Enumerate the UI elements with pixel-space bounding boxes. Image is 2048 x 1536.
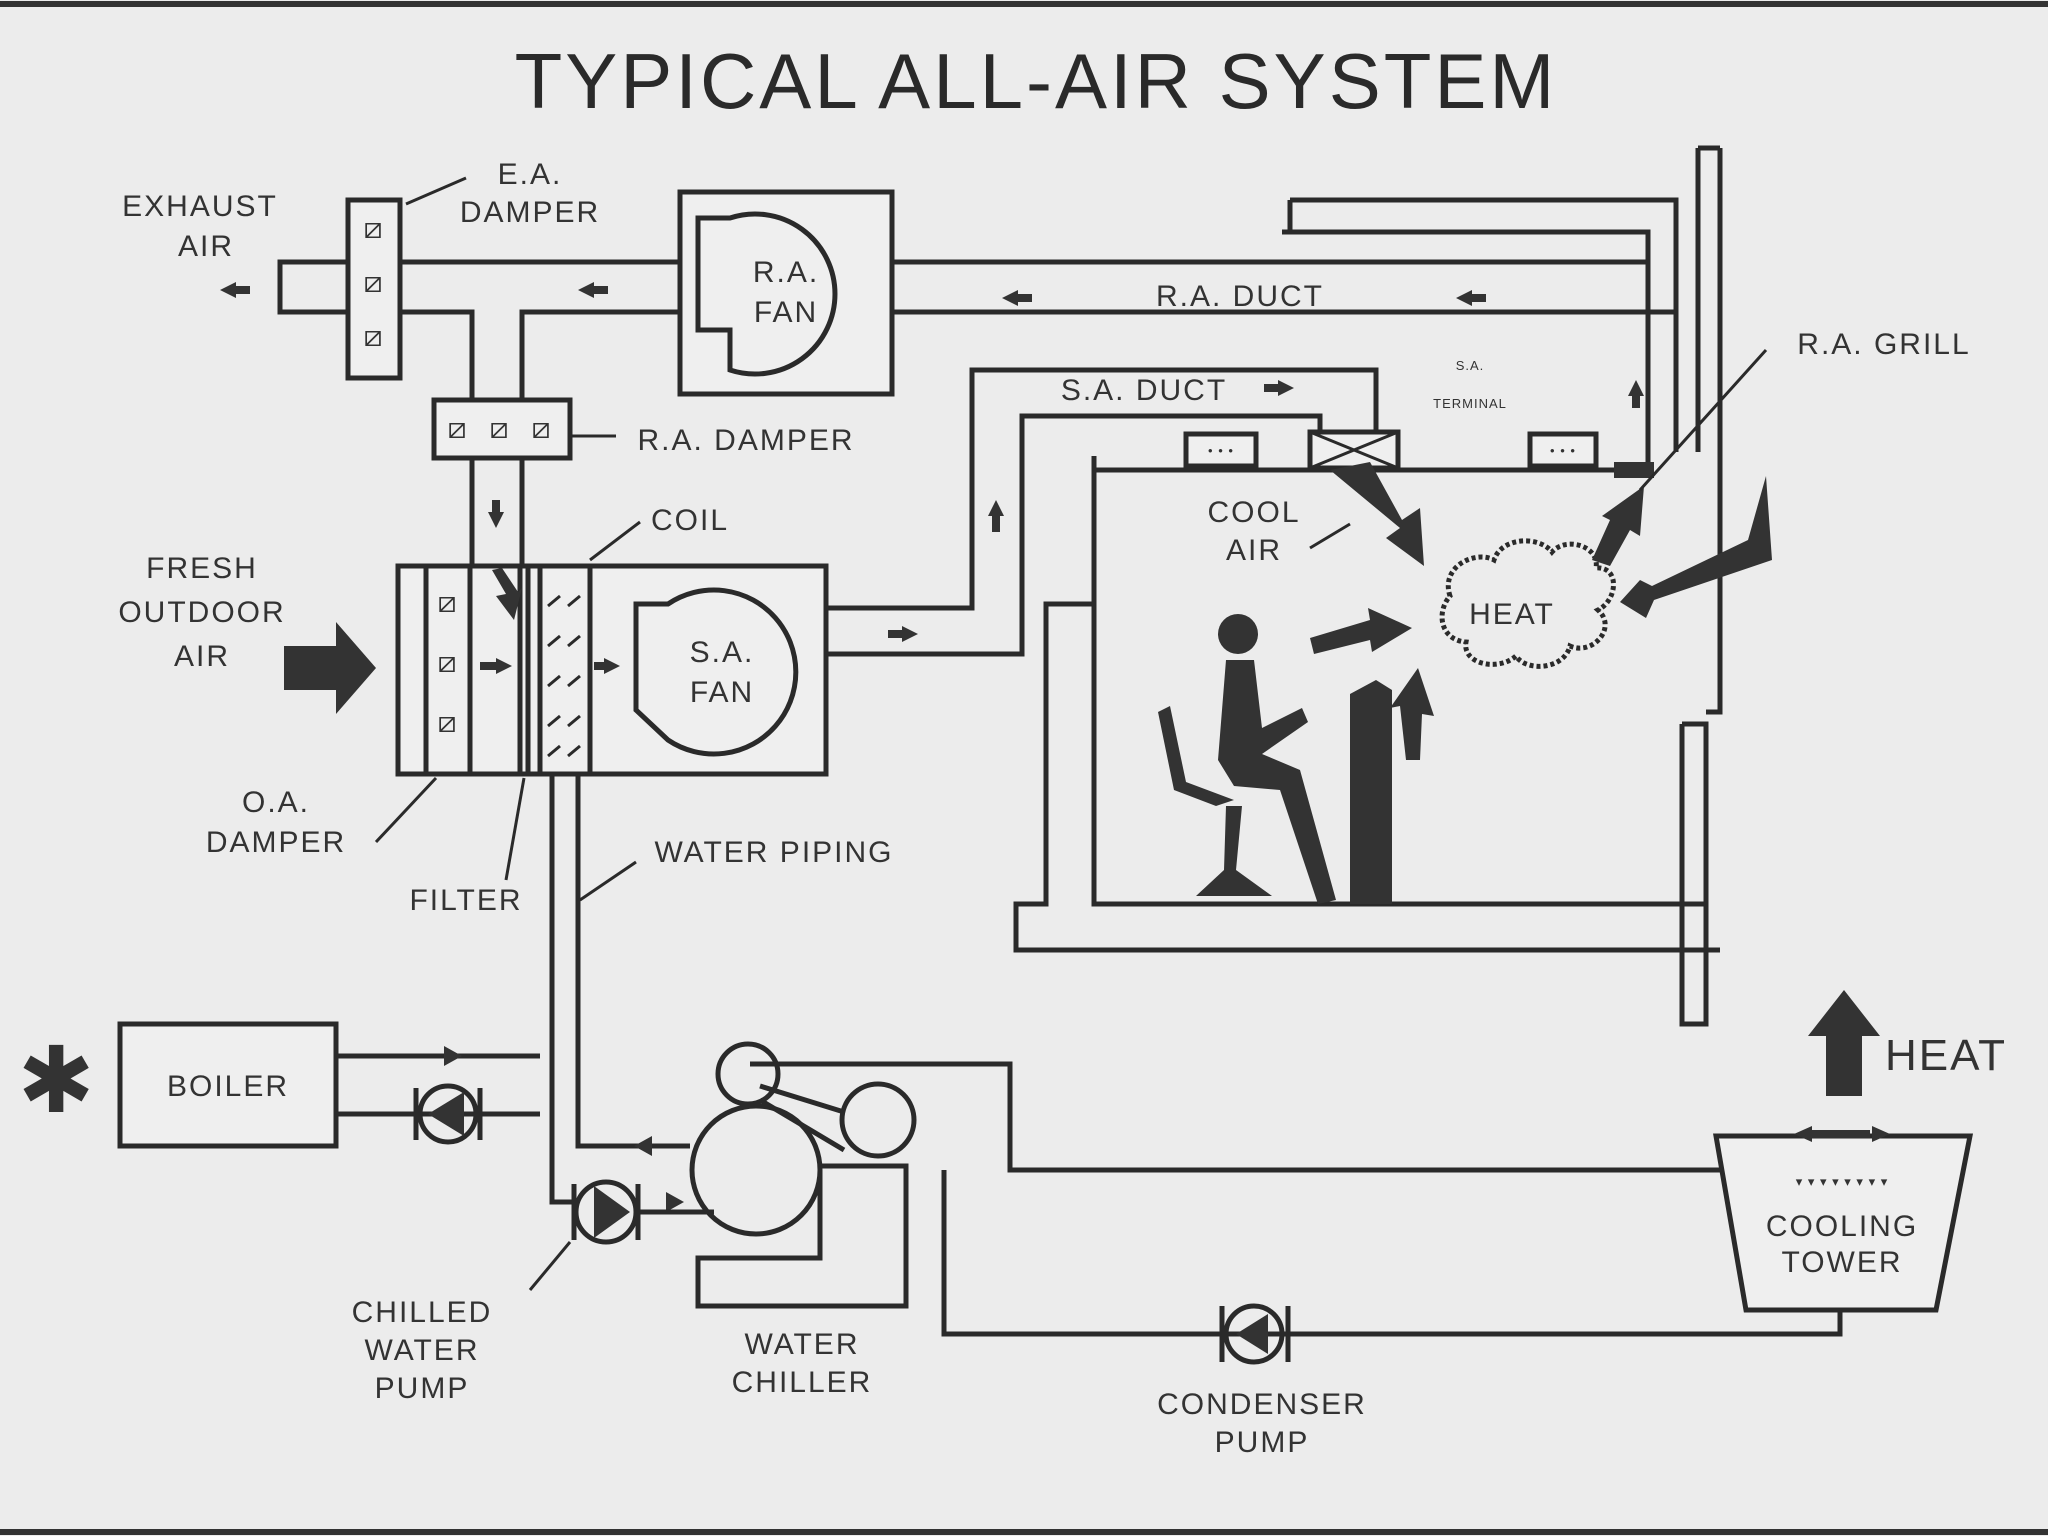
return-flow-arrow	[634, 1136, 652, 1156]
svg-text:⧄: ⧄	[363, 266, 384, 299]
svg-text:⧄: ⧄	[363, 320, 384, 353]
exhaust-duct	[277, 259, 680, 400]
ra-grill	[1614, 462, 1654, 478]
chilled-water-pump-icon	[571, 1179, 641, 1245]
boiler: BOILER	[117, 1021, 339, 1149]
ra-duct	[892, 145, 1723, 472]
water-chiller-label-1: WATER	[745, 1328, 860, 1361]
ra-damper-label: R.A. DAMPER	[637, 424, 854, 457]
water-chiller-label-2: CHILLER	[732, 1366, 873, 1399]
cool-air-label-2: AIR	[1226, 534, 1282, 567]
svg-text:⧄: ⧄	[437, 586, 458, 619]
water-piping-label: WATER PIPING	[654, 836, 893, 869]
chilled-water-pump-label-2: WATER	[365, 1334, 480, 1367]
diagram-title: TYPICAL ALL-AIR SYSTEM	[515, 37, 1558, 125]
exhaust-air-label-1: EXHAUST	[122, 190, 278, 223]
heat-arrows	[1310, 462, 1772, 760]
condenser-pump-icon	[1219, 1303, 1291, 1365]
ea-damper-label-2: DAMPER	[460, 196, 600, 229]
svg-text:⧄: ⧄	[447, 412, 468, 445]
light-fixture-right	[1527, 431, 1599, 469]
sa-terminal	[1307, 429, 1401, 471]
component-labels: EXHAUST AIR E.A. DAMPER R.A. DUCT R.A. G…	[118, 158, 2007, 1459]
coil	[547, 594, 581, 758]
fresh-outdoor-air-label-1: FRESH	[146, 552, 258, 585]
filter-label: FILTER	[409, 884, 522, 917]
sa-fan-label-2: FAN	[690, 676, 754, 709]
ra-duct-label: R.A. DUCT	[1156, 280, 1324, 313]
svg-text:⧄: ⧄	[489, 412, 510, 445]
sa-duct-label: S.A. DUCT	[1061, 374, 1227, 407]
svg-text:▾ ▾ ▾ ▾ ▾ ▾ ▾ ▾: ▾ ▾ ▾ ▾ ▾ ▾ ▾ ▾	[1796, 1174, 1889, 1189]
svg-text:⧄: ⧄	[363, 212, 384, 245]
ra-fan-label-2: FAN	[754, 296, 818, 329]
sa-duct	[826, 367, 1379, 657]
fresh-outdoor-air-label-3: AIR	[174, 640, 230, 673]
boiler-label: BOILER	[167, 1070, 289, 1103]
condenser-pump-label-1: CONDENSER	[1157, 1388, 1367, 1421]
ea-damper: ⧄ ⧄ ⧄	[345, 197, 403, 381]
cooling-tower-label-1: COOLING	[1766, 1210, 1918, 1243]
heat-cloud	[1439, 538, 1616, 669]
svg-text:⧄: ⧄	[437, 706, 458, 739]
cooling-tower-fan-icon	[1794, 1126, 1890, 1142]
chilled-water-pump-label-1: CHILLED	[352, 1296, 493, 1329]
sa-fan-label-1: S.A.	[690, 636, 755, 669]
ea-damper-label-1: E.A.	[498, 158, 563, 191]
fuel-burner-icon: ✱	[17, 1027, 94, 1134]
cooling-tower-label-2: TOWER	[1781, 1246, 1902, 1279]
condenser-pump-label-2: PUMP	[1215, 1426, 1310, 1459]
boiler-flow-arrow	[444, 1046, 462, 1066]
oa-damper: ⧄ ⧄ ⧄	[437, 586, 458, 739]
cool-air-label-1: COOL	[1207, 496, 1300, 529]
fresh-air-arrow	[284, 622, 376, 714]
heat-rejection-arrow	[1808, 990, 1880, 1096]
heat-cloud-label: HEAT	[1469, 598, 1555, 631]
heat-rejection-label: HEAT	[1885, 1031, 2007, 1080]
water-piping	[336, 774, 1866, 1337]
seated-person-figure	[1158, 614, 1392, 904]
chilled-water-pump-label-3: PUMP	[375, 1372, 470, 1405]
boiler-pump-icon	[413, 1083, 483, 1145]
room	[1013, 456, 1723, 1027]
coil-label: COIL	[651, 504, 729, 537]
sa-terminal-label-1: S.A.	[1456, 358, 1485, 373]
exhaust-air-label-2: AIR	[178, 230, 234, 263]
fresh-outdoor-air-label-2: OUTDOOR	[118, 596, 285, 629]
water-chiller	[689, 1041, 917, 1309]
sa-fan: S.A. FAN	[633, 587, 799, 757]
oa-damper-label-2: DAMPER	[206, 826, 346, 859]
ra-fan: R.A. FAN	[677, 189, 895, 397]
svg-text:• • •: • • •	[1550, 443, 1576, 458]
sa-terminal-label-2: TERMINAL	[1433, 396, 1507, 411]
supply-flow-arrow	[666, 1192, 684, 1212]
ra-fan-label-1: R.A.	[753, 256, 819, 289]
oa-damper-label-1: O.A.	[242, 786, 310, 819]
cooling-tower: ▾ ▾ ▾ ▾ ▾ ▾ ▾ ▾ COOLING TOWER	[1713, 1133, 1974, 1313]
svg-text:⧄: ⧄	[531, 412, 552, 445]
svg-text:⧄: ⧄	[437, 646, 458, 679]
leader-lines	[374, 176, 1768, 1291]
ra-grill-label: R.A. GRILL	[1797, 328, 1970, 361]
ra-damper: ⧄ ⧄ ⧄	[431, 397, 573, 461]
svg-text:• • •: • • •	[1208, 443, 1234, 458]
airflow-arrows	[220, 282, 1644, 674]
light-fixture-left	[1183, 431, 1259, 469]
